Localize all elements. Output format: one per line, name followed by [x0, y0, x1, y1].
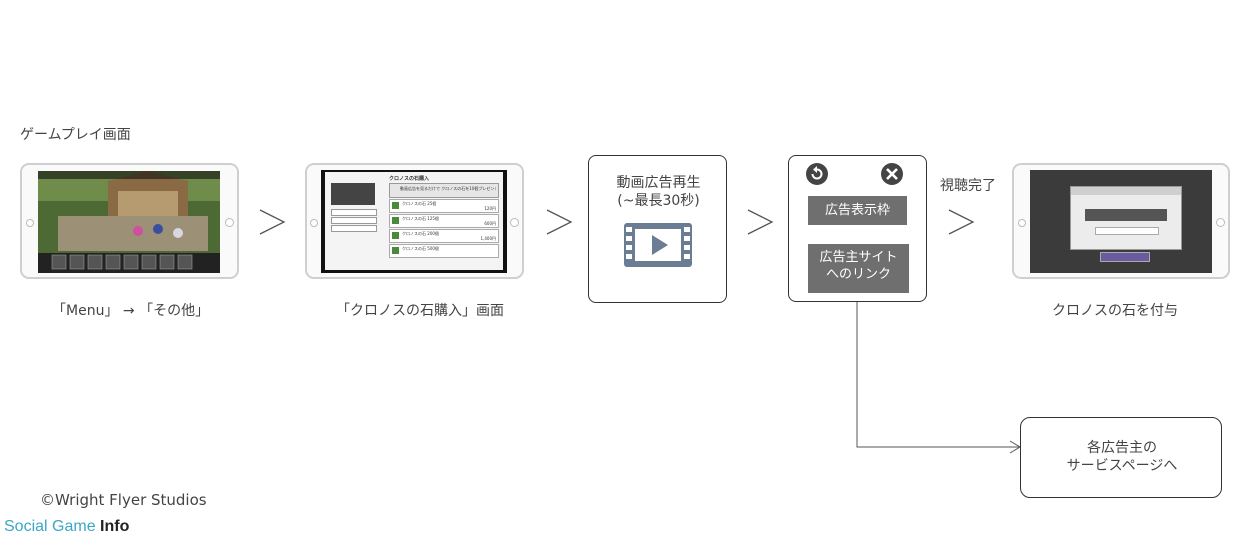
ad-endcard-box: 広告表示枠 広告主サイト へのリンク — [788, 155, 927, 302]
advertiser-page-box: 各広告主の サービスページへ — [1020, 417, 1222, 498]
shop-heading: クロノスの石購入 — [389, 176, 430, 182]
shop-item: クロノスの石 200個 — [402, 231, 439, 236]
step1-caption: 「Menu」 → 「その他」 — [52, 303, 210, 319]
reward-screenshot — [1030, 170, 1212, 273]
shop-price: 600円 — [484, 221, 496, 226]
camera-dot — [1018, 219, 1026, 227]
step2-caption: 「クロノスの石購入」画面 — [336, 303, 504, 319]
gameplay-screen-label: ゲームプレイ画面 — [20, 127, 131, 143]
video-film-icon — [624, 223, 692, 267]
shop-price: 1,400円 — [480, 236, 496, 241]
arrow-chevron-1 — [259, 209, 286, 235]
tablet-shop: クロノスの石購入 動画広告を見るだけで クロノスの石を10個プレゼント！ クロノ… — [305, 163, 524, 279]
replay-icon[interactable] — [805, 162, 829, 186]
shop-item: クロノスの石 125個 — [402, 216, 439, 221]
watermark-logo: Social Game Info — [4, 518, 129, 536]
ad-frame-area: 広告表示枠 — [808, 196, 907, 225]
close-icon[interactable] — [880, 162, 904, 186]
gameplay-screenshot — [38, 171, 220, 273]
copyright: ©Wright Flyer Studios — [40, 491, 207, 509]
step5-caption: クロノスの石を付与 — [1052, 303, 1178, 319]
shop-screenshot: クロノスの石購入 動画広告を見るだけで クロノスの石を10個プレゼント！ クロノ… — [321, 170, 507, 273]
arrow-chevron-4 — [948, 209, 975, 235]
tablet-gameplay — [20, 163, 239, 279]
video-ad-box: 動画広告再生 (~最長30秒) — [588, 155, 727, 303]
advertiser-page-label: 各広告主の サービスページへ — [1066, 440, 1178, 474]
arrow-chevron-2 — [546, 209, 573, 235]
advertiser-site-link[interactable]: 広告主サイト へのリンク — [808, 244, 909, 293]
watermark-prefix: Social Game — [4, 518, 101, 535]
shop-banner: 動画広告を見るだけで クロノスの石を10個プレゼント！ — [400, 186, 496, 191]
connector-line — [856, 302, 1021, 454]
arrow-chevron-3 — [747, 209, 774, 235]
tablet-reward — [1012, 163, 1230, 279]
home-button — [510, 218, 519, 227]
home-button — [1216, 218, 1225, 227]
watch-complete-label: 視聴完了 — [940, 178, 996, 194]
shop-price: 120円 — [484, 206, 496, 211]
camera-dot — [26, 219, 34, 227]
video-ad-title: 動画広告再生 (~最長30秒) — [616, 175, 701, 209]
home-button — [225, 218, 234, 227]
watermark-suffix: Info — [100, 518, 130, 535]
shop-item: クロノスの石 500個 — [402, 246, 439, 251]
camera-dot — [310, 219, 318, 227]
shop-item: クロノスの石 25個 — [402, 201, 437, 206]
